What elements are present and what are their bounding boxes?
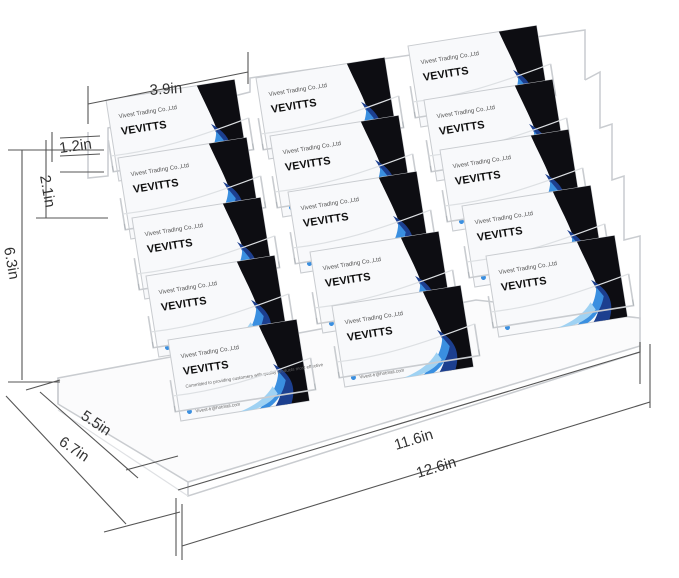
card-right-2: Vivest Trading Co.,Ltd VEVITTS — [423, 79, 573, 182]
card-left-1: Vivest Trading Co.,Ltd VEVITTS — [105, 79, 255, 182]
card-column-middle: Vivest Trading Co.,Ltd VEVITTS Vivest Tr… — [255, 57, 481, 388]
label-tier-step: 2.1in — [36, 174, 58, 209]
card-mid-5: Vivest Trading Co.,Ltd VEVITTS Vivest-tr… — [331, 285, 481, 388]
card-left-3: Vivest Trading Co.,Ltd VEVITTS — [131, 197, 281, 300]
card-left-2: Vivest Trading Co.,Ltd VEVITTS — [117, 137, 267, 240]
card-mid-3: Vivest Trading Co.,Ltd VEVITTS — [287, 171, 437, 274]
card-mid-1: Vivest Trading Co.,Ltd VEVITTS — [255, 57, 405, 160]
card-mid-4: Vivest Trading Co.,Ltd VEVITTS — [309, 231, 459, 334]
card-column-right: Vivest Trading Co.,Ltd VEVITTS Vivest Tr… — [407, 25, 635, 338]
card-right-1: Vivest Trading Co.,Ltd VEVITTS — [407, 25, 557, 128]
card-left-4: Vivest Trading Co.,Ltd VEVITTS — [145, 255, 295, 358]
card-left-5: Vivest Trading Co.,Ltd VEVITTS Committed… — [167, 319, 324, 422]
label-outer-width: 12.6in — [414, 454, 458, 482]
label-outer-depth: 6.7in — [56, 433, 92, 465]
card-right-5: Vivest Trading Co.,Ltd VEVITTS — [485, 235, 635, 338]
label-pocket-depth: 1.2in — [58, 136, 93, 157]
acrylic-base — [57, 299, 641, 498]
label-card-width: 3.9in — [149, 80, 183, 99]
card-right-3: Vivest Trading Co.,Ltd VEVITTS — [439, 129, 589, 232]
card-mid-2: Vivest Trading Co.,Ltd VEVITTS — [269, 115, 419, 218]
card-column-left: Vivest Trading Co.,Ltd VEVITTS Vivest Tr… — [105, 79, 324, 422]
label-total-height: 6.3in — [0, 246, 22, 281]
card-right-4: Vivest Trading Co.,Ltd VEVITTS — [461, 185, 611, 288]
label-inner-width: 11.6in — [392, 426, 435, 454]
dimension-lines — [5, 52, 651, 560]
